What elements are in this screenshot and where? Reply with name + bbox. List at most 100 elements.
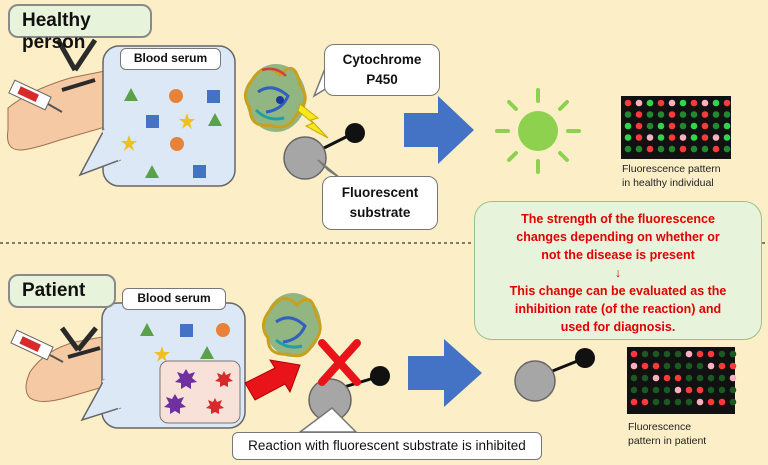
microarray-spot: [652, 374, 660, 382]
disease-factors-box: [159, 360, 241, 424]
microarray-spot: [685, 374, 693, 382]
microarray-spot: [674, 398, 682, 406]
patient-pattern-caption: Fluorescence pattern in patient: [628, 420, 758, 448]
microarray-spot: [685, 350, 693, 358]
microarray-spot: [685, 398, 693, 406]
info-line1: The strength of the fluorescence: [521, 212, 715, 226]
microarray-spot: [718, 374, 726, 382]
microarray-spot: [729, 398, 737, 406]
microarray-spot: [668, 111, 676, 118]
microarray-spot: [635, 145, 643, 153]
microarray-spot: [707, 386, 715, 394]
microarray-spot: [641, 386, 649, 394]
microarray-spot: [701, 145, 709, 153]
microarray-spot: [630, 386, 638, 394]
microarray-spot: [690, 134, 698, 141]
microarray-spot: [729, 374, 737, 382]
microarray-spot: [729, 350, 737, 358]
fluorescence-glow-icon: [495, 88, 581, 174]
microarray-spot: [679, 122, 687, 130]
microarray-spot: [646, 111, 654, 118]
healthy-cytochrome-p450-icon: [244, 64, 307, 132]
microarray-spot: [696, 398, 704, 406]
microarray-spot: [630, 362, 638, 370]
info-line2: changes depending on whether or: [516, 230, 720, 244]
info-line6: used for diagnosis.: [560, 320, 676, 334]
microarray-spot: [712, 122, 720, 130]
inhibited-label: Reaction with fluorescent substrate is i…: [232, 432, 542, 460]
info-line4: This change can be evaluated as the: [509, 284, 727, 298]
microarray-spot: [701, 99, 709, 107]
microarray-spot: [668, 145, 676, 153]
diagnosis-info-box: The strength of the fluorescence changes…: [474, 201, 762, 340]
microarray-spot: [679, 111, 687, 118]
microarray-spot: [718, 386, 726, 394]
info-line3: not the disease is present: [541, 248, 695, 262]
microarray-spot: [701, 134, 709, 141]
microarray-spot: [635, 111, 643, 118]
microarray-spot: [723, 99, 731, 107]
substrate-label-line1: Fluorescent: [341, 185, 419, 200]
microarray-spot: [657, 111, 665, 118]
enzyme-label-line1: Cytochrome: [342, 52, 422, 67]
microarray-spot: [663, 350, 671, 358]
substrate-label-line2: substrate: [349, 205, 411, 220]
microarray-spot: [696, 386, 704, 394]
microarray-spot: [679, 145, 687, 153]
healthy-serum-label: Blood serum: [120, 48, 221, 70]
enzyme-label-line2: P450: [366, 72, 398, 87]
microarray-spot: [641, 374, 649, 382]
microarray-spot: [707, 350, 715, 358]
microarray-spot: [630, 374, 638, 382]
microarray-spot: [718, 398, 726, 406]
microarray-spot: [674, 362, 682, 370]
microarray-spot: [635, 122, 643, 130]
microarray-spot: [674, 350, 682, 358]
microarray-spot: [641, 362, 649, 370]
healthy-serum-bubble: [78, 45, 236, 187]
inhibition-x-icon: [318, 339, 361, 386]
microarray-spot: [690, 145, 698, 153]
inhibitor-arrow: [244, 359, 301, 401]
microarray-spot: [652, 398, 660, 406]
healthy-arm-syringe-icon: [7, 38, 113, 151]
patient-section-label: Patient: [8, 274, 116, 308]
microarray-spot: [657, 99, 665, 107]
microarray-spot: [641, 398, 649, 406]
healthy-section-label: Healthy person: [8, 4, 152, 53]
patient-serum-label: Blood serum: [122, 288, 226, 310]
microarray-spot: [674, 386, 682, 394]
microarray-spot: [690, 122, 698, 130]
microarray-spot: [668, 122, 676, 130]
microarray-spot: [635, 99, 643, 107]
microarray-spot: [712, 145, 720, 153]
microarray-spot: [679, 99, 687, 107]
microarray-spot: [652, 386, 660, 394]
microarray-spot: [624, 111, 632, 118]
healthy-pattern-caption: Fluorescence pattern in healthy individu…: [622, 162, 762, 190]
healthy-fluorescent-substrate-icon: [283, 123, 365, 180]
microarray-spot: [624, 99, 632, 107]
patient-fluorescence-pattern: [627, 347, 737, 414]
microarray-spot: [663, 398, 671, 406]
healthy-serum-molecules: [121, 88, 222, 178]
patient-arm-syringe-icon: [10, 326, 111, 402]
microarray-spot: [652, 350, 660, 358]
healthy-flow-arrow: [404, 96, 474, 164]
patient-cytochrome-p450-icon: [262, 293, 322, 358]
microarray-spot: [630, 398, 638, 406]
microarray-spot: [652, 362, 660, 370]
microarray-spot: [690, 111, 698, 118]
microarray-spot: [663, 362, 671, 370]
microarray-spot: [624, 145, 632, 153]
microarray-spot: [657, 145, 665, 153]
microarray-spot: [712, 134, 720, 141]
microarray-spot: [723, 134, 731, 141]
microarray-spot: [685, 362, 693, 370]
microarray-spot: [690, 99, 698, 107]
patient-dark-substrate-icon: [514, 348, 595, 402]
microarray-spot: [707, 374, 715, 382]
microarray-spot: [707, 362, 715, 370]
healthy-pattern-caption-line1: Fluorescence pattern: [622, 163, 721, 175]
